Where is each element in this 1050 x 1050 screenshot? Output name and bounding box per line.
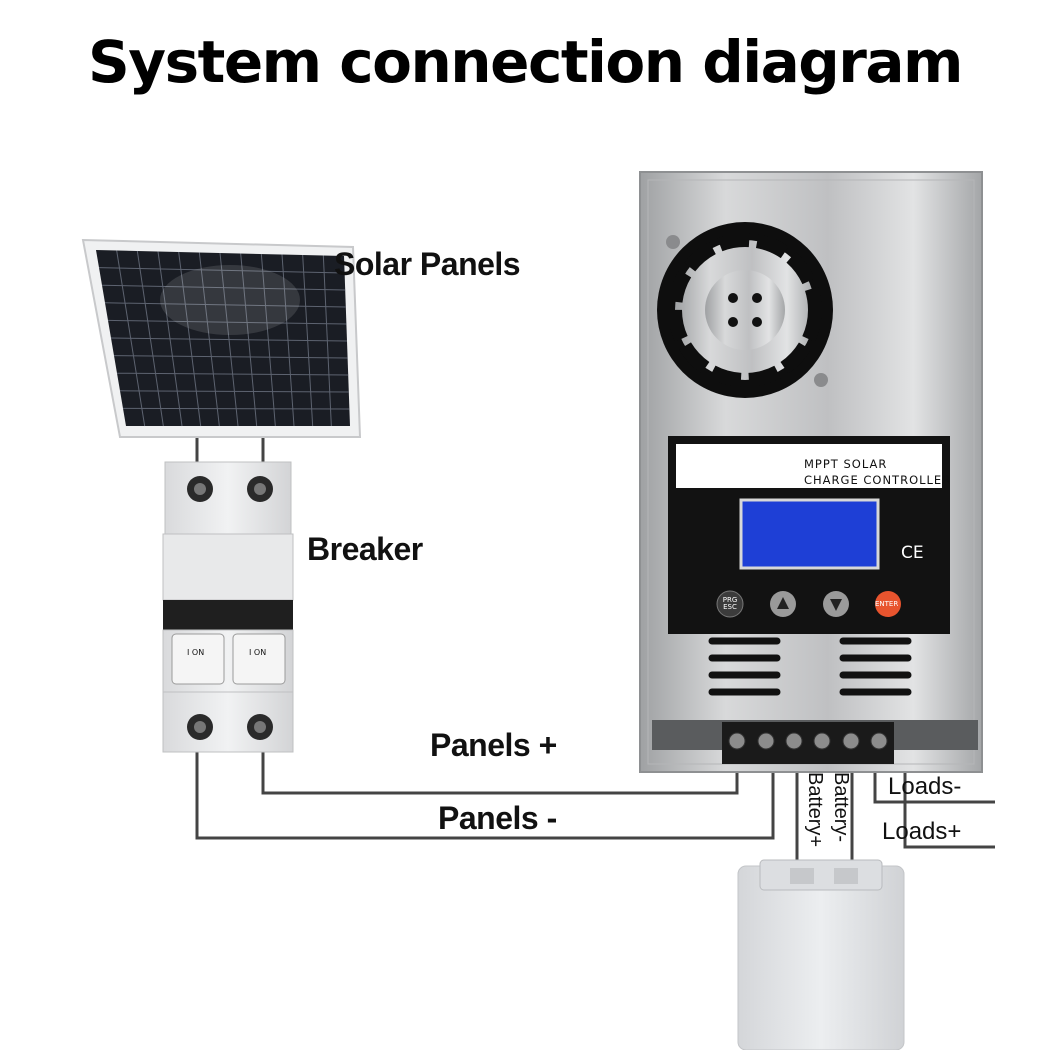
- loads-plus-label: Loads+: [882, 818, 962, 845]
- breaker-label: Breaker: [307, 531, 423, 567]
- enter-button: [875, 591, 901, 617]
- breaker-switch-right-label: I ON: [249, 648, 267, 657]
- prg-esc-button: [716, 590, 744, 618]
- breaker: [162, 461, 294, 753]
- terminal-screws: [728, 732, 888, 750]
- battery-plus-label: Battery+: [804, 772, 826, 848]
- panels-minus-wire: [195, 752, 775, 840]
- loads-minus-label: Loads-: [888, 773, 962, 800]
- controller-name-line1: MPPT SOLAR: [804, 457, 888, 471]
- charge-controller: [639, 171, 983, 773]
- prg-esc-button-label: PRG ESC: [722, 596, 738, 611]
- terminal-block: [722, 722, 894, 764]
- breaker-switch-left: [171, 633, 225, 685]
- solar-panel: [81, 238, 362, 438]
- fan-grille: [657, 222, 833, 398]
- solar-panels-label: Solar Panels: [334, 246, 521, 282]
- battery-minus-label: Battery-: [830, 772, 852, 843]
- vent-slots: [708, 637, 912, 696]
- diagram-title: System connection diagram: [88, 28, 964, 96]
- controller-name-line2: CHARGE CONTROLLER: [804, 473, 952, 487]
- panels-plus-label: Panels +: [430, 727, 557, 763]
- panels-minus-label: Panels -: [438, 800, 557, 836]
- breaker-switch-right: [232, 633, 286, 685]
- ce-mark: CE: [901, 543, 924, 563]
- loads-plus-wire: [903, 752, 995, 849]
- battery: [737, 859, 905, 1050]
- breaker-switch-left-label: I ON: [187, 648, 205, 657]
- lcd-screen: [739, 498, 880, 570]
- enter-button-label: ENTER: [875, 600, 899, 608]
